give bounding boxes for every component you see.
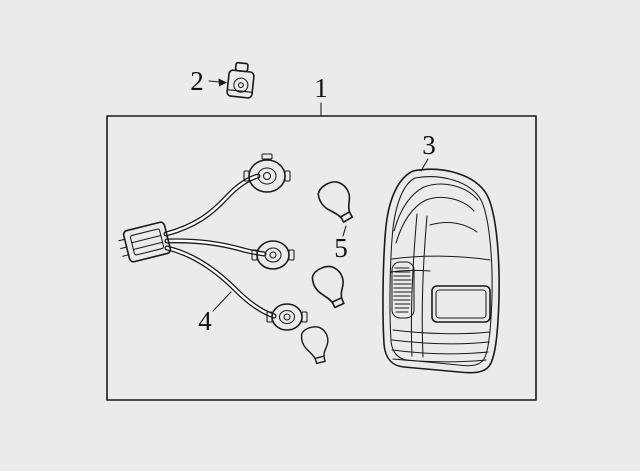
socket-top-tab-up <box>261 153 273 160</box>
socket-bottom-tab-right <box>301 311 308 323</box>
socket-top-tab-left <box>243 170 250 182</box>
harness-wire-top-core <box>164 174 260 236</box>
lens-outer-outline <box>382 168 500 374</box>
socket-tab <box>234 61 249 73</box>
bulb-socket-part <box>226 61 255 99</box>
socket-middle-tab-right <box>288 249 295 261</box>
callout-2-leader-line <box>208 80 221 83</box>
lens-reflector-outer <box>431 285 491 323</box>
lens-divider-lines <box>410 213 428 358</box>
socket-top-contact <box>262 171 272 181</box>
harness-socket-bottom <box>266 303 308 331</box>
callout-3-label: 3 <box>422 130 436 160</box>
connector-inner <box>129 228 165 256</box>
tail-lamp-lens <box>382 168 500 374</box>
lens-hatched-pocket <box>391 261 415 319</box>
callout-1-label: 1 <box>314 73 328 103</box>
harness-wire-bottom-core <box>165 246 276 318</box>
wire-harness <box>118 153 308 331</box>
callout-5-bulb: 5 <box>334 225 348 263</box>
socket-bottom-contact <box>283 313 291 321</box>
callout-2-bulb-socket: 2 <box>190 66 227 96</box>
socket-bottom-tab-left <box>266 311 273 323</box>
callout-5-label: 5 <box>334 233 348 263</box>
callout-4-harness: 4 <box>198 291 232 336</box>
callout-4-leader-line <box>212 291 232 312</box>
connector-detail-lines <box>131 234 164 251</box>
callout-5-leader-line <box>342 225 347 237</box>
socket-bulb-hole <box>233 77 249 93</box>
socket-middle-tab-left <box>251 249 258 261</box>
socket-middle-contact <box>269 251 277 259</box>
lens-reflector-inner <box>435 289 487 319</box>
lens-top-contour-lines <box>393 183 479 244</box>
socket-middle-inner <box>264 247 282 263</box>
socket-top-tab-right <box>284 170 291 182</box>
socket-contact <box>237 82 244 89</box>
callout-2-label: 2 <box>190 66 204 96</box>
callout-1-assembly: 1 <box>314 73 328 117</box>
callout-2-arrowhead <box>218 78 227 87</box>
callout-4-label: 4 <box>198 306 212 336</box>
harness-socket-top <box>243 153 291 193</box>
socket-edge-line <box>226 89 253 93</box>
lens-hatch-lines <box>393 267 412 313</box>
lens-lower-rib-lines <box>391 329 491 363</box>
socket-top-inner <box>257 167 277 185</box>
lens-inner-outline <box>389 176 493 367</box>
harness-socket-middle <box>251 240 295 270</box>
harness-connector <box>118 221 172 263</box>
socket-bottom-inner <box>278 309 296 325</box>
connector-pins <box>118 238 130 257</box>
lens-mid-lines <box>390 255 491 273</box>
